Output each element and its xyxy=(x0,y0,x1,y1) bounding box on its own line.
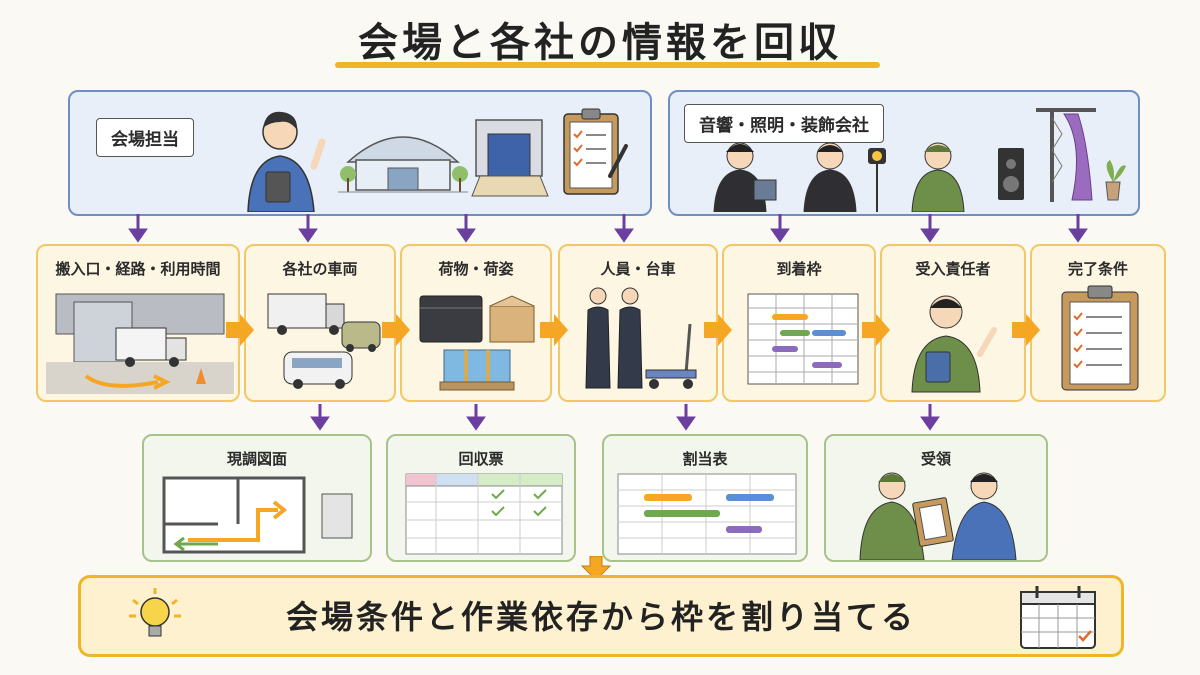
step-label: 完了条件 xyxy=(1067,260,1128,278)
step-completion: 完了条件 xyxy=(1030,244,1166,402)
output-label: 現調図面 xyxy=(226,450,287,468)
calendar-icon xyxy=(1020,586,1096,649)
step-label: 各社の車両 xyxy=(282,260,358,278)
flow-arrow xyxy=(226,314,254,346)
staff-and-cart-icon xyxy=(585,287,697,389)
receiver-person-icon xyxy=(911,295,997,393)
venue-building-icon xyxy=(338,136,468,193)
output-collection-sheet: 回収票 xyxy=(386,434,576,562)
assignment-grid-icon xyxy=(617,473,797,555)
stage-truss-icon xyxy=(998,108,1126,202)
output-label: 回収票 xyxy=(458,450,504,468)
venue-panel-label: 会場担当 xyxy=(96,118,194,157)
output-label: 割当表 xyxy=(682,450,728,468)
vendor-staff-illustration xyxy=(713,142,965,212)
output-site-survey-drawing: 現調図面 xyxy=(142,434,372,562)
output-assignment-table: 割当表 xyxy=(602,434,808,562)
step-label: 受入責任者 xyxy=(915,260,991,278)
venue-panel: 会場担当 xyxy=(68,90,652,216)
purple-arrows xyxy=(128,214,1088,431)
loading-dock-icon xyxy=(471,119,549,197)
output-receipt: 受領 xyxy=(824,434,1048,562)
flow-arrow xyxy=(540,314,568,346)
flow-arrow xyxy=(382,314,410,346)
schedule-grid-icon xyxy=(747,293,859,385)
completion-clipboard-icon xyxy=(1061,285,1139,391)
collection-table-icon xyxy=(405,473,563,555)
output-label: 受領 xyxy=(920,450,951,468)
venue-staff-illustration xyxy=(247,111,326,212)
vendor-panel-label: 音響・照明・装飾会社 xyxy=(684,104,884,143)
lightbulb-icon xyxy=(129,588,181,637)
handover-illustration xyxy=(859,472,1017,560)
vendor-panel: 音響・照明・装飾会社 xyxy=(668,90,1140,216)
conclusion-banner: 会場条件と作業依存から枠を割り当てる xyxy=(78,575,1124,657)
vehicles-icon xyxy=(267,293,381,389)
step-arrival-slots: 到着枠 xyxy=(722,244,876,402)
flow-arrow xyxy=(862,314,890,346)
step-staff-carts: 人員・台車 xyxy=(558,244,718,402)
step-flow-arrows xyxy=(226,314,1040,346)
step-label: 搬入口・経路・利用時間 xyxy=(55,260,221,278)
checklist-clipboard-icon xyxy=(563,108,628,195)
step-access-routes: 搬入口・経路・利用時間 xyxy=(36,244,240,402)
step-label: 到着枠 xyxy=(776,260,822,278)
floor-plan-icon xyxy=(162,476,353,554)
step-receiver: 受入責任者 xyxy=(880,244,1026,402)
conclusion-arrow xyxy=(580,556,612,580)
cargo-boxes-icon xyxy=(419,295,535,391)
conclusion-text: 会場条件と作業依存から枠を割り当てる xyxy=(285,598,916,636)
step-label: 荷物・荷姿 xyxy=(438,260,514,278)
flow-arrow xyxy=(1012,314,1040,346)
title-underline xyxy=(335,62,880,68)
step-label: 人員・台車 xyxy=(600,260,676,278)
page-title: 会場と各社の情報を回収 xyxy=(358,20,842,66)
flow-arrow xyxy=(704,314,732,346)
loading-bay-icon xyxy=(46,293,234,394)
